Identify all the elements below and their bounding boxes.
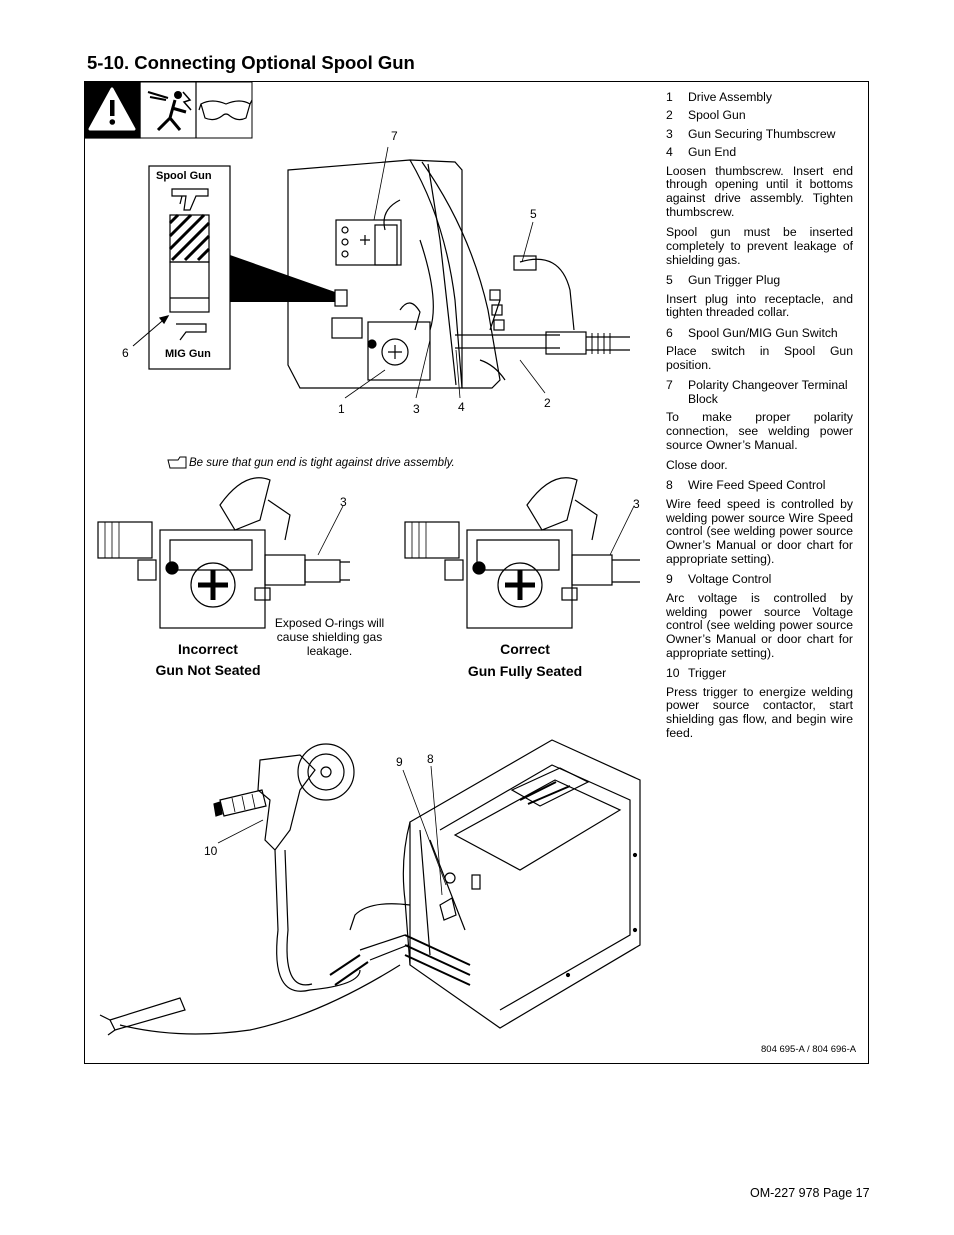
step-item: 2 Spool Gun [666,109,853,123]
safety-glasses-icon [198,99,253,121]
section-title: 5-10. Connecting Optional Spool Gun [87,52,415,73]
drive-assembly-view [287,146,630,399]
step-item: 8 Wire Feed Speed Control [666,479,853,493]
step-label: Spool Gun [688,108,746,123]
step-label: Voltage Control [688,572,772,587]
step-item: 9 Voltage Control [666,573,853,587]
callout-7: 7 [391,129,398,143]
step-item: 3 Gun Securing Thumbscrew [666,126,853,142]
step-instruction: Close door. [666,458,728,473]
step-instruction: Loosen thumbscrew. Insert end through op… [666,163,853,219]
step-number: 7 [666,378,673,393]
step-item: 7 Polarity Changeover Terminal Block [666,378,853,407]
step-instruction: Press trigger to energize welding power … [666,684,853,741]
step-item: 1 Drive Assembly [666,90,853,105]
step-number: 5 [666,273,673,288]
incorrect-detail [97,477,350,629]
callout-2: 2 [544,396,551,410]
step-number: 2 [666,108,673,123]
seating-note: Be sure that gun end is tight against dr… [189,457,455,469]
mig-gun-icon [176,323,207,341]
step-item: 6 Spool Gun/MIG Gun Switch [666,325,853,341]
callout-8: 8 [427,752,434,766]
orings-note: Exposed O-rings will cause shielding gas… [274,616,385,658]
step-label: Gun Trigger Plug [688,273,781,288]
callout-3-correct: 3 [633,497,640,511]
step-number: 3 [666,126,673,141]
callout-3: 3 [413,402,420,416]
callout-6: 6 [122,346,129,360]
step-instruction: Spool gun must be inserted completely to… [666,225,853,267]
instructions-column: 1 Drive Assembly 2 Spool Gun 3 Gun Securing T… [666,90,853,747]
step-instruction: Wire feed speed is controlled by welding… [666,496,853,567]
callout-4: 4 [458,400,465,414]
step-label: Drive Assembly [688,90,772,104]
step-number: 4 [666,145,673,160]
step-item: 5 Gun Trigger Plug [666,273,853,288]
correct-detail [404,477,640,629]
step-item: 10 Trigger [666,666,853,681]
step-instruction: Arc voltage is controlled by welding pow… [666,590,853,660]
step-number: 8 [666,478,673,493]
incorrect-caption: Incorrect [178,641,238,657]
switch-mig-gun-label: MIG Gun [165,348,211,360]
step-instruction: To make proper polarity connection, see … [666,410,853,452]
spool-gun-icon [171,188,209,211]
step-label: Polarity Changeover Terminal Block [688,378,848,406]
step-instruction: Place switch in Spool Gun position. [666,344,853,372]
figure-frame [84,81,869,1064]
step-number: 9 [666,572,673,587]
step-label: Spool Gun/MIG Gun Switch [688,325,838,340]
callout-5: 5 [530,207,537,221]
warning-icon [88,87,136,131]
incorrect-subcaption: Gun Not Seated [155,662,261,678]
callout-3-incorrect: 3 [340,495,347,509]
note-hand-icon [167,456,187,469]
correct-caption: Correct [500,641,550,657]
step-label: Trigger [688,666,727,681]
step-label: Gun End [688,145,737,160]
callout-9: 9 [396,755,403,769]
step-label: Wire Feed Speed Control [688,478,826,493]
step-number: 6 [666,325,673,340]
switch-spool-gun-label: Spool Gun [156,170,212,182]
step-item: 4 Gun End [666,145,853,160]
step-instruction: Insert plug into receptacle, and tighten… [666,291,853,320]
switch-panel [132,165,335,370]
callout-10: 10 [204,844,218,858]
step-number: 10 [666,666,680,681]
safety-icon-strip [84,81,253,139]
step-number: 1 [666,90,673,104]
electric-shock-icon [147,91,192,132]
correct-subcaption: Gun Fully Seated [467,663,583,679]
part-numbers: 804 695-A / 804 696-A [761,1044,857,1055]
callout-1: 1 [338,402,345,416]
page-footer: OM-227 978 Page 17 [750,1186,870,1200]
step-label: Gun Securing Thumbscrew [688,126,836,141]
welder-and-gun-view [99,739,641,1036]
